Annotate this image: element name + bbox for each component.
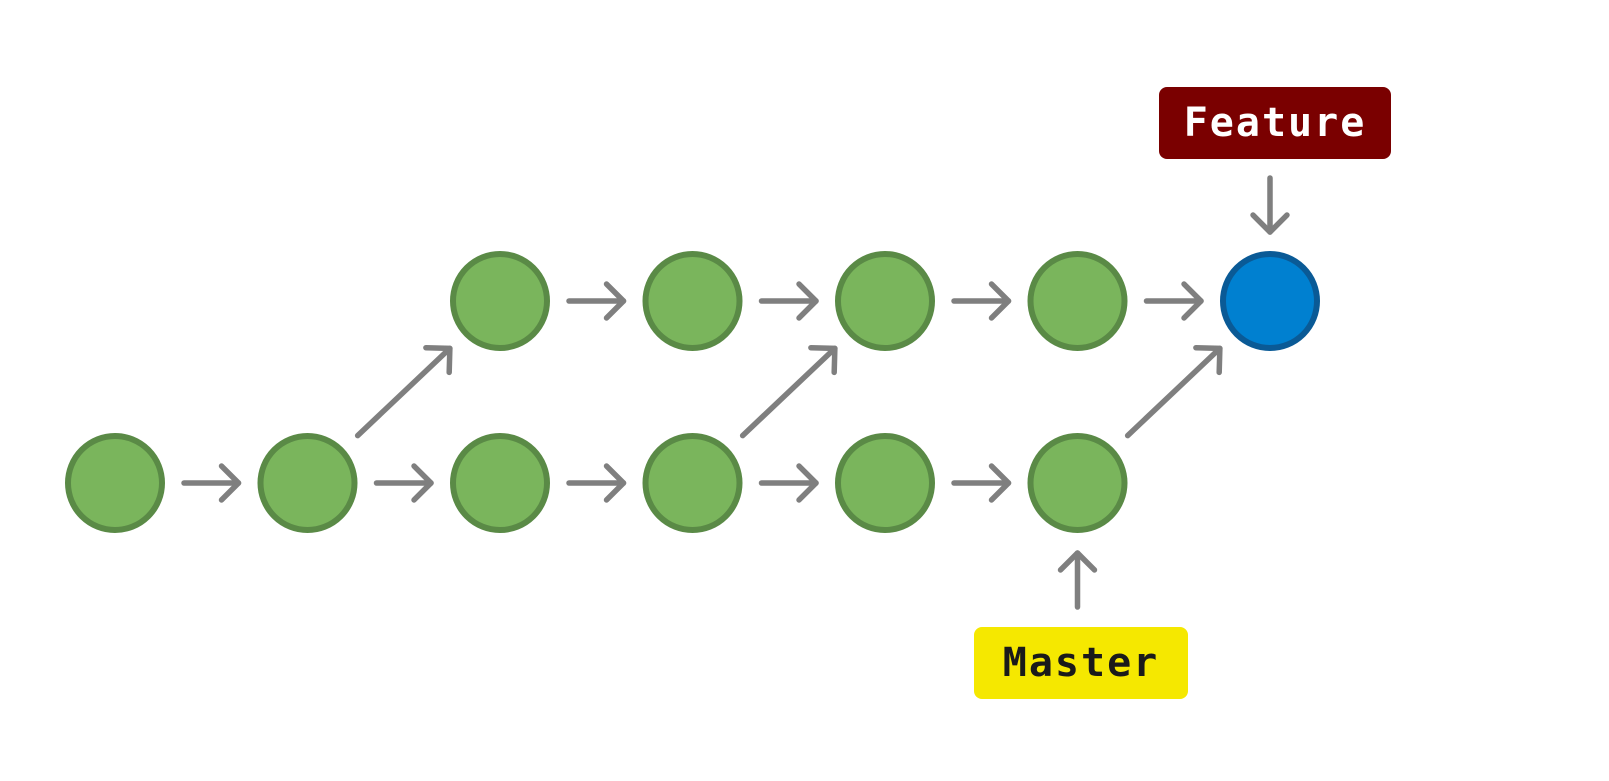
edge-arrow-f2-f3 bbox=[758, 281, 819, 321]
master-branch-label: Master bbox=[974, 627, 1188, 699]
commit-node-m4 bbox=[642, 433, 743, 533]
edge-arrow-m6-f5-head bbox=[1193, 344, 1223, 376]
feature-branch-label-text: Feature bbox=[1183, 100, 1367, 146]
edge-arrow-f3-f4-head bbox=[988, 281, 1012, 321]
edge-arrow-f2-f3-head bbox=[796, 281, 819, 321]
edge-arrow-m4-f3-shaft bbox=[739, 345, 838, 439]
edge-arrow-f3-f4 bbox=[951, 281, 1012, 321]
edge-arrow-f4-f5 bbox=[1143, 281, 1204, 321]
feature-pointer-arrow-head bbox=[1250, 212, 1290, 235]
edge-arrow-m1-m2 bbox=[181, 463, 242, 503]
commit-node-m2 bbox=[257, 433, 358, 533]
master-branch-label-text: Master bbox=[1002, 640, 1160, 686]
edge-arrow-m2-f1 bbox=[354, 344, 453, 439]
commit-node-m6 bbox=[1027, 433, 1128, 533]
edge-arrow-f1-f2-head bbox=[603, 281, 627, 321]
edge-arrow-m3-m4-head bbox=[603, 463, 627, 503]
edge-arrow-m5-m6 bbox=[951, 463, 1012, 503]
commit-node-m1 bbox=[65, 433, 165, 533]
commit-node-f3 bbox=[835, 251, 935, 351]
commit-node-m3 bbox=[450, 433, 550, 533]
commit-node-f4 bbox=[1027, 251, 1128, 351]
master-pointer-arrow bbox=[1057, 550, 1098, 610]
edge-arrow-m4-f3 bbox=[739, 344, 838, 439]
commit-node-f1 bbox=[450, 251, 550, 351]
edge-arrow-m1-m2-head bbox=[218, 463, 242, 503]
edge-arrow-m5-m6-head bbox=[988, 463, 1012, 503]
edge-arrow-m2-m3-head bbox=[411, 463, 434, 503]
edge-arrow-m4-f3-head bbox=[808, 344, 838, 376]
commit-node-f2 bbox=[642, 251, 743, 351]
feature-pointer-arrow bbox=[1250, 175, 1290, 235]
edge-arrow-m4-m5-head bbox=[796, 463, 819, 503]
edge-arrow-m2-m3 bbox=[373, 463, 434, 503]
edge-arrow-m2-f1-shaft bbox=[354, 345, 453, 439]
edge-arrow-m6-f5-shaft bbox=[1124, 345, 1223, 439]
master-pointer-arrow-head bbox=[1057, 550, 1098, 573]
edge-arrow-f1-f2 bbox=[566, 281, 627, 321]
edge-arrow-f4-f5-head bbox=[1181, 281, 1204, 321]
commit-node-m5 bbox=[835, 433, 935, 533]
feature-branch-label: Feature bbox=[1159, 87, 1391, 159]
edge-arrow-m6-f5 bbox=[1124, 344, 1223, 439]
head-commit-node bbox=[1220, 251, 1320, 351]
edge-arrow-m4-m5 bbox=[758, 463, 819, 503]
edge-arrow-m3-m4 bbox=[566, 463, 627, 503]
edge-arrow-m2-f1-head bbox=[423, 344, 453, 376]
